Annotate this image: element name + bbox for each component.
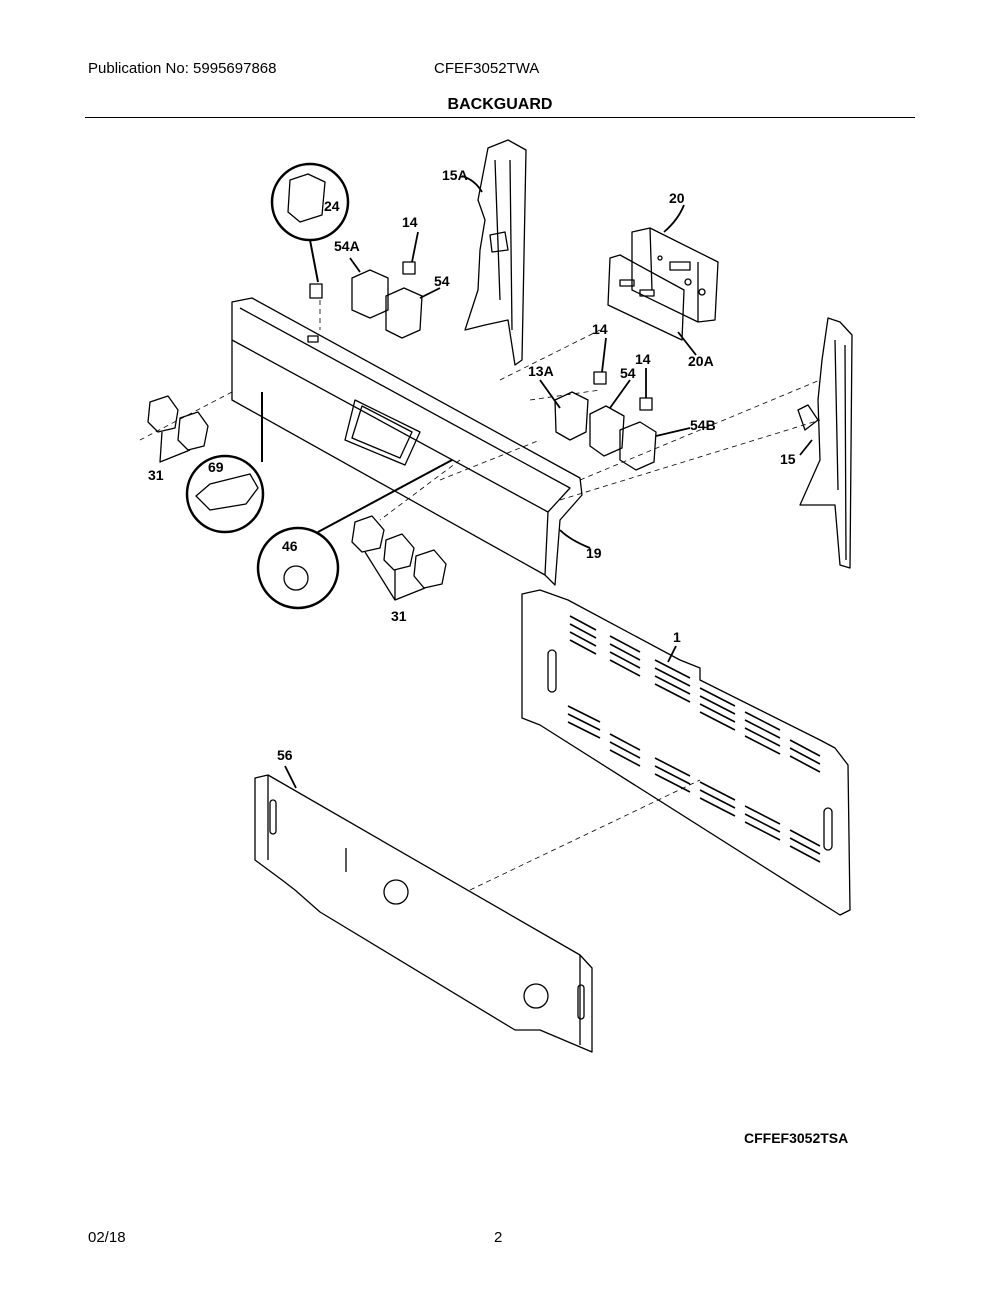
callout-14: 14	[635, 351, 651, 367]
side-trim-part-15	[797, 317, 853, 569]
callout-labels: 1 13A 14 14 14 15 15A 19 20 20A 24 31 31…	[148, 167, 796, 763]
callout-54: 54	[620, 365, 636, 381]
section-title: BACKGUARD	[447, 96, 553, 113]
leader-lines	[284, 175, 813, 789]
model-number: CFEF3052TWA	[434, 60, 540, 77]
overlay-part-20A	[607, 254, 685, 341]
electronic-control-part-20	[631, 227, 719, 323]
callout-31: 31	[391, 608, 407, 624]
callout-15: 15	[780, 451, 796, 467]
knobs-31	[147, 395, 447, 601]
control-panel-part-19	[231, 297, 583, 586]
rear-panel-vents	[567, 615, 821, 863]
rear-panel-part-1	[521, 589, 851, 916]
lower-panel-part-56	[254, 774, 593, 1053]
side-trim-part-15A	[464, 139, 527, 366]
callout-69: 69	[208, 459, 224, 475]
callout-14: 14	[402, 214, 418, 230]
callout-1: 1	[673, 629, 681, 645]
publication-number: Publication No: 5995697868	[88, 60, 277, 77]
callout-54A: 54A	[334, 238, 360, 254]
detail-circle-24	[270, 162, 350, 283]
callout-15A: 15A	[442, 167, 468, 183]
detail-circle-69	[185, 392, 265, 534]
callout-54: 54	[434, 273, 450, 289]
infinite-switches	[351, 269, 657, 471]
diagram-code: CFFEF3052TSA	[744, 1130, 849, 1146]
callout-46: 46	[282, 538, 298, 554]
callout-24: 24	[324, 198, 340, 214]
callout-20: 20	[669, 190, 685, 206]
callout-20A: 20A	[688, 353, 714, 369]
alignment-lines	[139, 300, 821, 891]
callout-19: 19	[586, 545, 602, 561]
callout-31: 31	[148, 467, 164, 483]
callout-13A: 13A	[528, 363, 554, 379]
detail-circle-46	[256, 459, 453, 610]
callout-54B: 54B	[690, 417, 716, 433]
footer-date: 02/18	[88, 1229, 126, 1246]
callout-14: 14	[592, 321, 608, 337]
page-number: 2	[494, 1229, 503, 1246]
callout-56: 56	[277, 747, 293, 763]
header-rule	[85, 117, 915, 118]
